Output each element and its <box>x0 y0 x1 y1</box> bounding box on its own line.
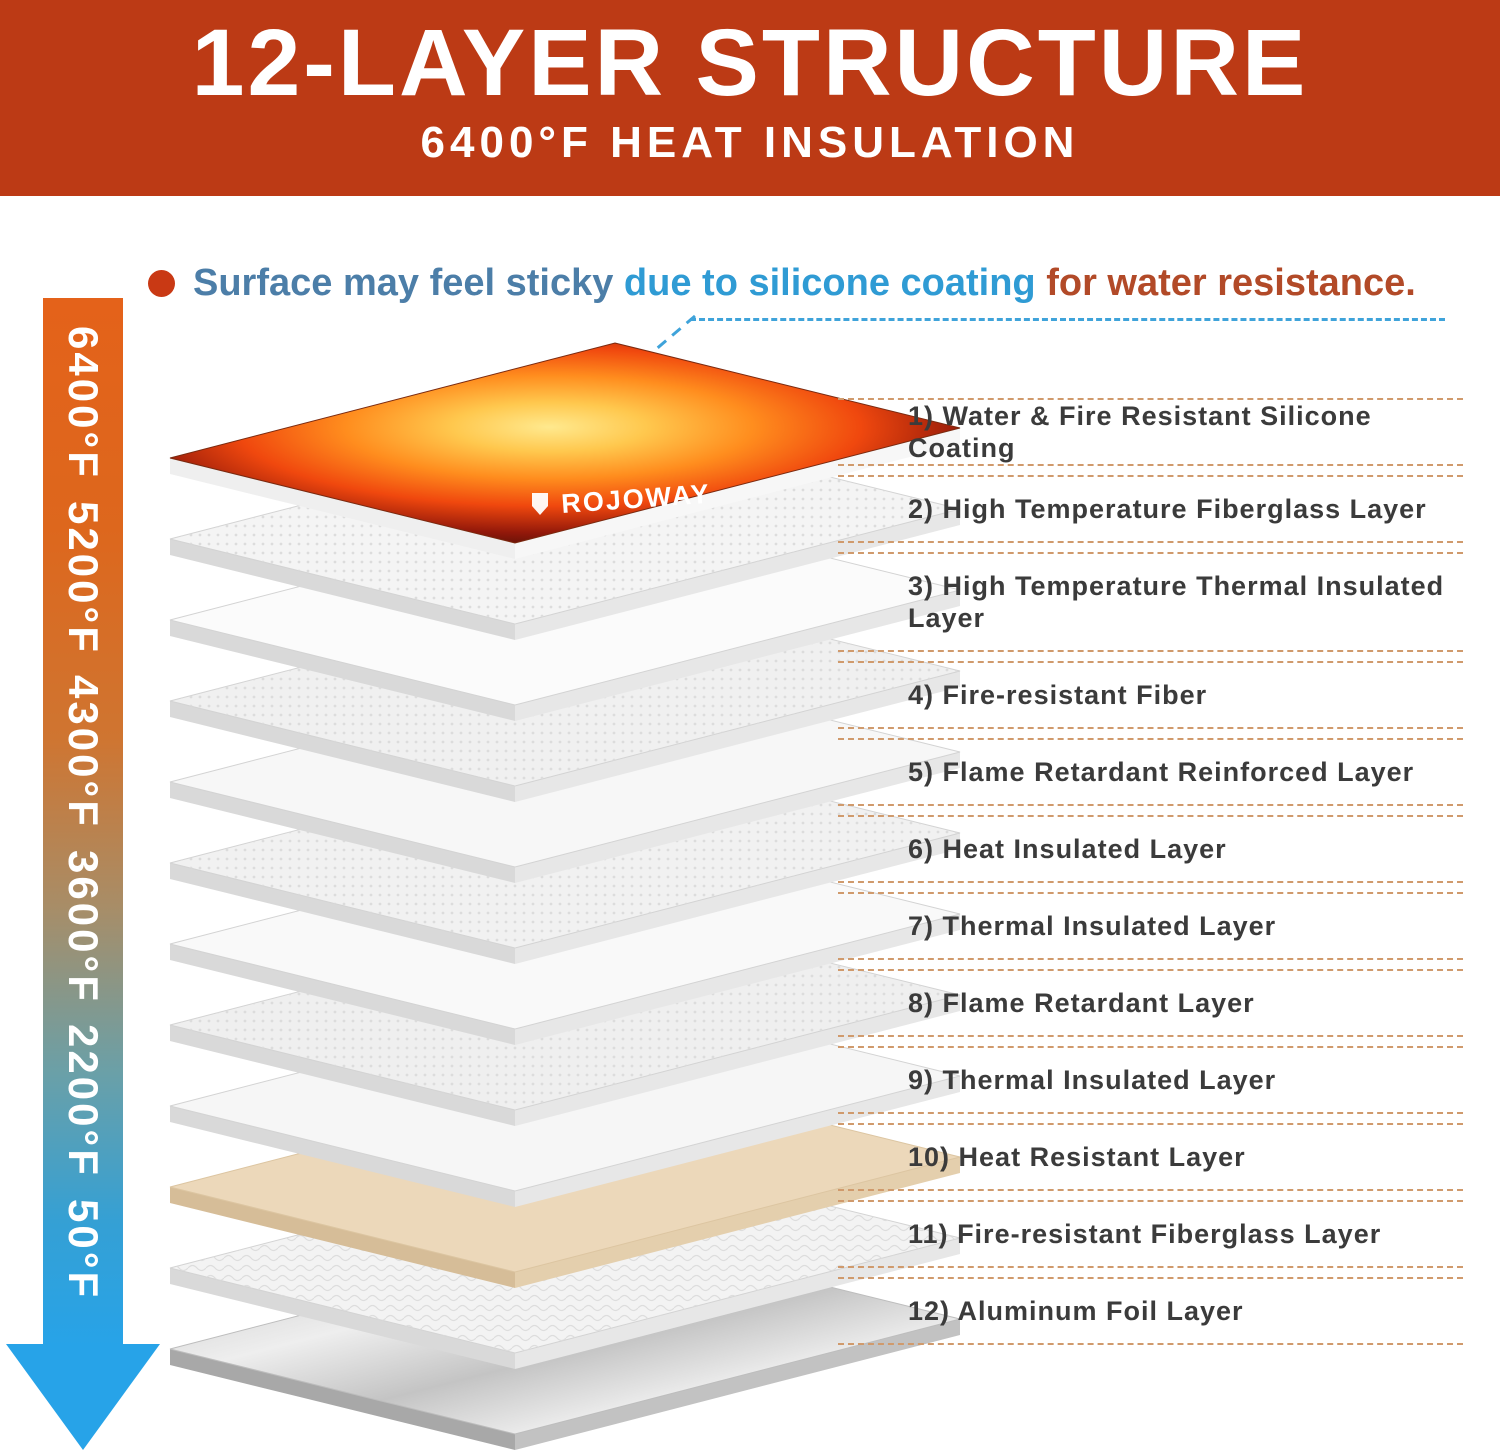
layer-list-item-1: 1) Water & Fire Resistant Silicone Coati… <box>838 398 1463 466</box>
layer-list-item-3: 3) High Temperature Thermal Insulated La… <box>838 552 1463 652</box>
layer-number: 10) <box>908 1141 951 1172</box>
layer-label: Fire-resistant Fiber <box>942 679 1208 710</box>
layer-label: Heat Resistant Layer <box>958 1141 1246 1172</box>
arrow-head-icon <box>6 1344 160 1450</box>
layer-list-item-10: 10) Heat Resistant Layer <box>838 1123 1463 1191</box>
layer-label: High Temperature Fiberglass Layer <box>942 493 1427 524</box>
layer-list-item-7: 7) Thermal Insulated Layer <box>838 892 1463 960</box>
layer-label: Fire-resistant Fiberglass Layer <box>957 1218 1382 1249</box>
note-text-part3: for water resistance. <box>1046 262 1416 304</box>
layer-list: 1) Water & Fire Resistant Silicone Coati… <box>838 398 1463 1354</box>
temperature-label: 50°F <box>60 1198 107 1300</box>
layer-number: 8) <box>908 987 935 1018</box>
page-title: 12-LAYER STRUCTURE <box>191 10 1309 116</box>
temperature-label: 4300°F <box>60 675 107 830</box>
layer-list-item-11: 11) Fire-resistant Fiberglass Layer <box>838 1200 1463 1268</box>
layer-label: High Temperature Thermal Insulated Layer <box>908 570 1445 633</box>
layer-label: Flame Retardant Layer <box>942 987 1255 1018</box>
layer-number: 3) <box>908 570 935 601</box>
shield-icon <box>532 493 548 515</box>
bullet-icon <box>148 270 175 297</box>
header-banner: 12-LAYER STRUCTURE 6400°F HEAT INSULATIO… <box>0 0 1500 196</box>
temperature-label: 5200°F <box>60 500 107 655</box>
page-subtitle: 6400°F HEAT INSULATION <box>420 117 1080 167</box>
layer-list-item-12: 12) Aluminum Foil Layer <box>838 1277 1463 1345</box>
note-text: Surface may feel sticky due to silicone … <box>193 262 1416 305</box>
layer-number: 1) <box>908 400 935 431</box>
layer-label: Thermal Insulated Layer <box>942 1064 1277 1095</box>
temperature-label: 2200°F <box>60 1024 107 1179</box>
layer-list-item-4: 4) Fire-resistant Fiber <box>838 661 1463 729</box>
note-text-part2: due to silicone coating <box>623 262 1047 304</box>
layer-1-silicone-coating: ROJOWAY <box>169 342 961 559</box>
dashed-leader-horizontal <box>690 318 1445 321</box>
layer-label: Thermal Insulated Layer <box>942 910 1277 941</box>
layer-list-item-5: 5) Flame Retardant Reinforced Layer <box>838 738 1463 806</box>
layer-list-item-6: 6) Heat Insulated Layer <box>838 815 1463 883</box>
layer-number: 4) <box>908 679 935 710</box>
layer-label: Water & Fire Resistant Silicone Coating <box>908 400 1372 463</box>
layer-number: 6) <box>908 833 935 864</box>
temperature-label: 3600°F <box>60 849 107 1004</box>
layer-list-item-2: 2) High Temperature Fiberglass Layer <box>838 475 1463 543</box>
layer-number: 7) <box>908 910 935 941</box>
temperature-label: 6400°F <box>60 326 107 480</box>
layer-label: Flame Retardant Reinforced Layer <box>942 756 1415 787</box>
layer-list-item-8: 8) Flame Retardant Layer <box>838 969 1463 1037</box>
layer-list-item-9: 9) Thermal Insulated Layer <box>838 1046 1463 1114</box>
layer-label: Aluminum Foil Layer <box>957 1295 1244 1326</box>
layer-label: Heat Insulated Layer <box>942 833 1227 864</box>
layer-number: 5) <box>908 756 935 787</box>
layer-number: 12) <box>908 1295 951 1326</box>
note-text-part1: Surface may feel sticky <box>193 262 624 304</box>
layer-number: 11) <box>908 1218 949 1249</box>
layer-number: 2) <box>908 493 935 524</box>
layer-number: 9) <box>908 1064 935 1095</box>
temperature-scale-arrow: 6400°F 5200°F 4300°F 3600°F 2200°F 50°F <box>43 298 123 1346</box>
surface-note: Surface may feel sticky due to silicone … <box>148 262 1416 305</box>
